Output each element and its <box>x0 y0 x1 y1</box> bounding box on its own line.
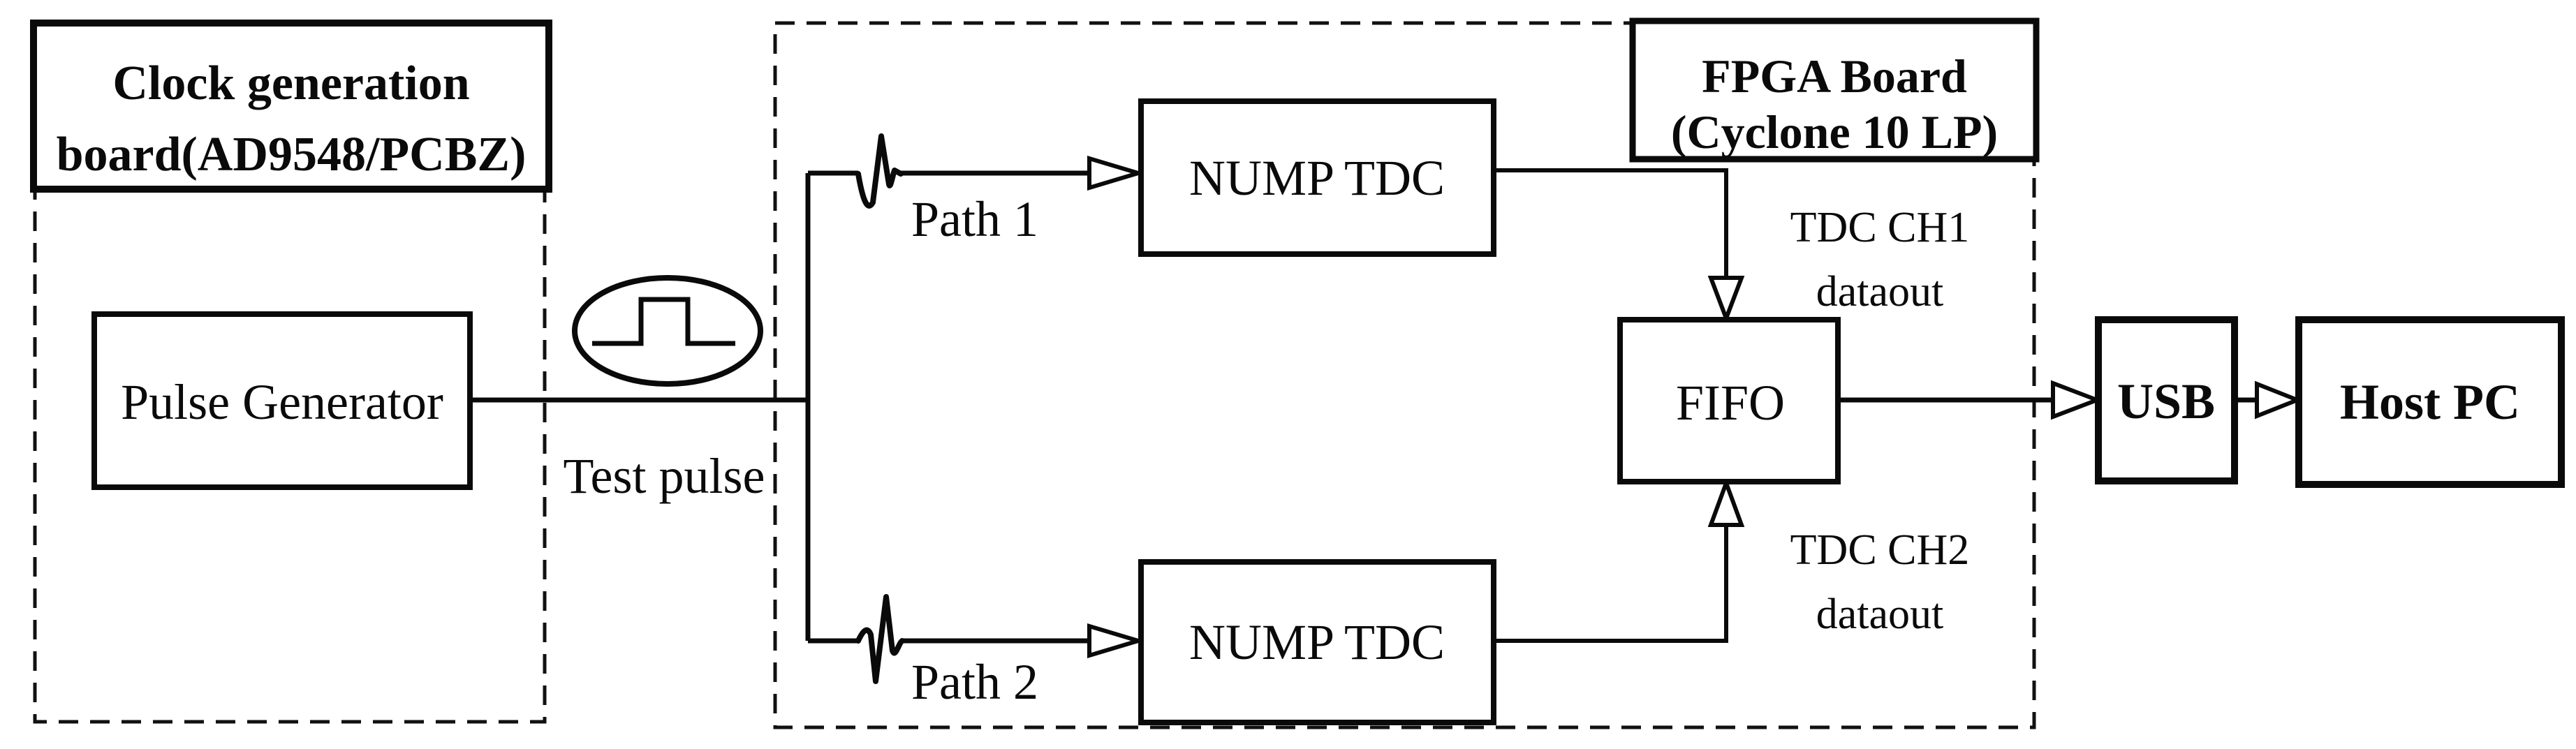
tdc-ch1-dataout-line2: dataout <box>1816 268 1944 316</box>
arrowhead-into-host-pc-icon <box>2255 380 2304 420</box>
nump-tdc-ch2-label: NUMP TDC <box>1189 614 1445 670</box>
arrowhead-into-fifo-bottom-icon <box>1707 477 1745 527</box>
fifo-label: FIFO <box>1676 375 1785 431</box>
usb-box <box>2095 316 2238 484</box>
arrowhead-into-tdc-ch1-icon <box>1087 155 1146 191</box>
test-pulse-symbol-ellipse <box>572 275 763 387</box>
fpga-board-label-box <box>1629 17 2040 163</box>
clock-board-title-line2: board(AD9548/PCBZ) <box>57 128 527 181</box>
path2-label: Path 2 <box>911 654 1038 710</box>
wire-tdc-ch2-dataout <box>1494 524 1728 643</box>
usb-label: USB <box>2117 373 2215 429</box>
host-pc-box <box>2295 316 2565 488</box>
wire-tdc-ch1-dataout <box>1494 168 1728 279</box>
clock-generation-board-box <box>30 20 552 193</box>
clock-board-title-line1: Clock generation <box>112 57 469 110</box>
test-pulse-label: Test pulse <box>564 448 765 504</box>
path1-label: Path 1 <box>911 191 1038 247</box>
arrowhead-into-usb-icon <box>2051 380 2103 420</box>
host-pc-label: Host PC <box>2340 374 2520 430</box>
nump-tdc-ch1-box <box>1138 98 1496 257</box>
fpga-board-title-line2: (Cyclone 10 LP) <box>1671 105 1998 158</box>
path1-noise-burst-icon <box>855 133 904 209</box>
tdc-ch1-dataout-line1: TDC CH1 <box>1790 204 1970 251</box>
pulse-generator-label: Pulse Generator <box>121 374 443 430</box>
arrowhead-into-tdc-ch2-icon <box>1087 623 1146 659</box>
fpga-board-title-line1: FPGA Board <box>1702 50 1967 103</box>
nump-tdc-ch2-box <box>1138 559 1496 725</box>
tdc-ch2-dataout-line2: dataout <box>1816 591 1944 638</box>
path2-noise-burst-icon <box>855 594 905 684</box>
fpga-board-dashed-outline <box>773 21 2036 729</box>
pulse-waveform-icon <box>592 297 735 346</box>
pulse-generator-box <box>91 311 473 490</box>
arrowhead-into-fifo-top-icon <box>1707 276 1745 325</box>
tdc-ch2-dataout-line1: TDC CH2 <box>1790 526 1970 574</box>
nump-tdc-ch1-label: NUMP TDC <box>1189 150 1445 206</box>
fifo-box <box>1617 317 1841 484</box>
